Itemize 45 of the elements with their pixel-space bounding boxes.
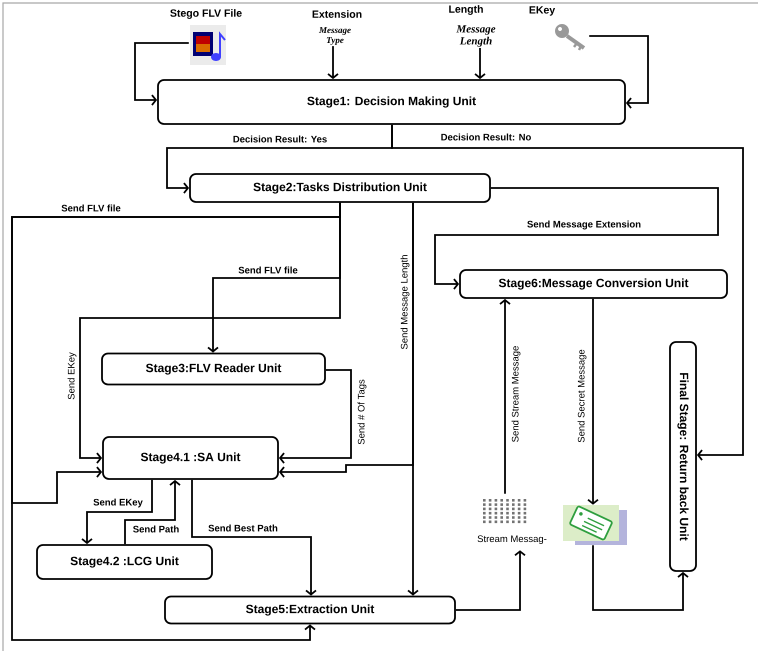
input-heading: Extension [312, 10, 362, 18]
arrow [589, 35, 649, 109]
edge-label: Send Message Extension [526, 220, 642, 230]
edge-label: Send Best Path [207, 524, 279, 532]
edge-label: Decision Result: Yes [232, 134, 328, 144]
process-box: Stage3:FLV Reader Unit [101, 352, 326, 386]
arrow [278, 202, 414, 478]
edge-label: Send Secret Message [576, 348, 588, 444]
message-card-icon [563, 505, 627, 545]
process-box: Final Stage: Return back Unit [669, 341, 697, 572]
process-box: Stage2:Tasks Distribution Unit [189, 173, 491, 203]
arrow [79, 202, 341, 464]
arrow [592, 545, 689, 611]
process-box: Stage4.1 :SA Unit [102, 436, 279, 480]
arrow [474, 48, 486, 80]
process-box: Stage6:Message Conversion Unit [459, 269, 728, 299]
edge-label: Send FLV file [237, 266, 299, 274]
process-box: Stage1: Decision Making Unit [157, 79, 626, 125]
edge-label: Send Stream Message [510, 344, 522, 444]
icon-caption: Stream Messag- [478, 535, 546, 544]
arrow [456, 550, 526, 611]
edge-label: Send # Of Tags [356, 378, 368, 446]
arrow [434, 187, 719, 290]
edge-label: Send Message Length [400, 253, 410, 351]
arrow [191, 480, 317, 596]
edge-label: Send EKey [92, 498, 144, 508]
arrow [124, 480, 181, 544]
arrow [391, 124, 744, 461]
input-heading: Length [449, 5, 483, 15]
arrow [81, 480, 153, 544]
edge-label: Send Path [132, 524, 180, 534]
icon-caption: EKey [530, 6, 556, 16]
input-label: Message Type [318, 27, 351, 45]
arrow [134, 42, 189, 106]
arrow [278, 369, 352, 464]
process-box: Stage4.2 :LCG Unit [36, 544, 213, 580]
edge-label: Decision Result: No [440, 132, 532, 142]
input-label: Message Length [456, 25, 496, 47]
arrow [327, 46, 339, 80]
process-box: Stage5:Extraction Unit [164, 596, 456, 624]
arrow [587, 298, 599, 505]
icon-caption: Stego FLV File [170, 9, 242, 19]
edge-label: Send EKey [66, 351, 78, 401]
edge-label: Send FLV file [60, 204, 122, 212]
arrow [499, 298, 511, 494]
